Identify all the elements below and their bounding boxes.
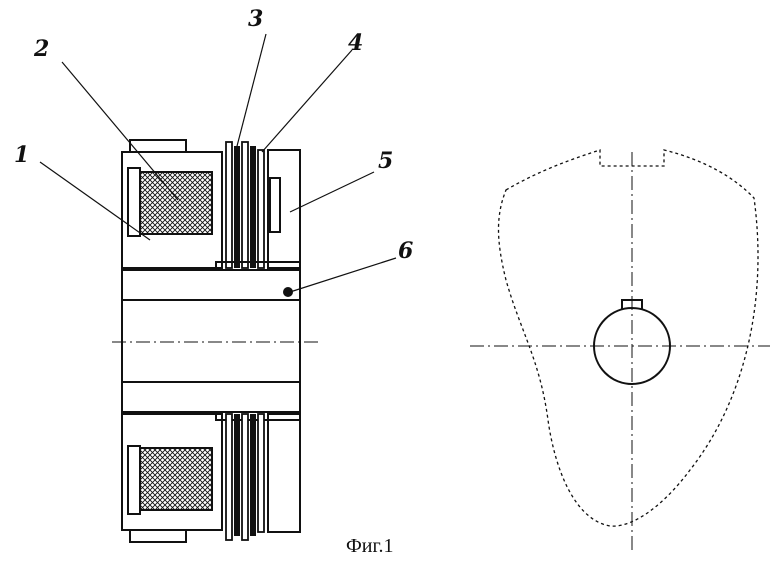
housing-body-lower xyxy=(121,413,223,531)
coil-winding-upper xyxy=(139,171,213,235)
coil-cavity-upper xyxy=(127,167,141,237)
coil-winding-lower xyxy=(139,447,213,511)
callout-5: 5 xyxy=(378,148,393,174)
bore-circle xyxy=(593,307,671,385)
friction-discs-lower xyxy=(225,413,265,541)
bottom-cover xyxy=(129,529,187,543)
shaft-bore xyxy=(121,299,301,383)
end-view xyxy=(470,149,770,552)
hub-upper xyxy=(121,269,301,301)
hub-lower xyxy=(121,381,301,413)
housing-body-upper xyxy=(121,151,223,269)
callout-3: 3 xyxy=(248,6,263,32)
sectional-view: 1 2 3 4 5 6 xyxy=(14,6,413,543)
figure-caption: Фиг.1 xyxy=(346,535,393,557)
armature-plate-lower xyxy=(267,413,301,533)
cam-outline xyxy=(497,149,759,527)
callout-4: 4 xyxy=(348,30,363,56)
top-cover xyxy=(129,139,187,153)
friction-discs-upper xyxy=(225,141,265,269)
callout-2: 2 xyxy=(33,36,49,62)
keyway xyxy=(621,299,643,310)
callout-1: 1 xyxy=(14,142,29,168)
callout-6: 6 xyxy=(398,238,413,264)
